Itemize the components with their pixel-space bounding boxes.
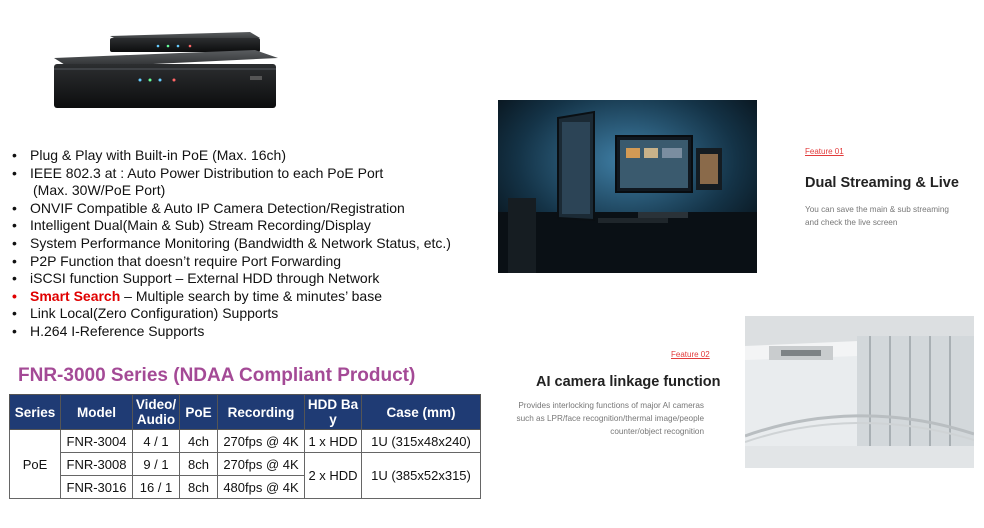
bullet-item: •Link Local(Zero Configuration) Supports bbox=[12, 305, 279, 322]
video-audio-cell: 16 / 1 bbox=[132, 475, 180, 499]
header-case: Case (mm) bbox=[361, 394, 481, 430]
feature-bullet-list: •Plug & Play with Built-in PoE (Max. 16c… bbox=[10, 147, 490, 341]
poe-cell: 4ch bbox=[179, 429, 218, 453]
hdd-cell: 1 x HDD bbox=[304, 429, 362, 453]
bullet-item: •IEEE 802.3 at : Auto Power Distribution… bbox=[12, 164, 384, 181]
header-video-audio: Video/ Audio bbox=[132, 394, 180, 430]
bullet-item: •iSCSI function Support – External HDD t… bbox=[12, 270, 380, 287]
case-cell: 1U (385x52x315) bbox=[361, 452, 481, 499]
model-cell: FNR-3016 bbox=[60, 475, 133, 499]
recording-cell: 480fps @ 4K bbox=[217, 475, 305, 499]
bullet-item: •System Performance Monitoring (Bandwidt… bbox=[12, 234, 451, 251]
bullet-item: •Plug & Play with Built-in PoE (Max. 16c… bbox=[12, 147, 286, 163]
table-row: FNR-3016 16 / 1 8ch 480fps @ 4K bbox=[10, 475, 481, 499]
case-cell: 1U (315x48x240) bbox=[361, 429, 481, 453]
bullet-item: •P2P Function that doesn’t require Port … bbox=[12, 252, 342, 269]
series-cell: PoE bbox=[9, 429, 61, 499]
series-title: FNR-3000 Series (NDAA Compliant Product) bbox=[18, 365, 416, 386]
bullet-item: •ONVIF Compatible & Auto IP Camera Detec… bbox=[12, 199, 405, 216]
feature-01-title: Dual Streaming & Live bbox=[805, 175, 959, 191]
bullet-item: •H.264 I-Reference Supports bbox=[12, 322, 205, 339]
nvr-device-image bbox=[54, 32, 278, 108]
model-cell: FNR-3004 bbox=[60, 429, 133, 453]
feature-02-description: Provides interlocking functions of major… bbox=[516, 401, 704, 436]
architecture-photo bbox=[745, 316, 974, 468]
feature-02-title: AI camera linkage function bbox=[536, 374, 721, 390]
header-hdd-bay: HDD Ba y bbox=[304, 394, 362, 430]
header-recording: Recording bbox=[217, 394, 305, 430]
video-audio-cell: 9 / 1 bbox=[132, 452, 180, 476]
table-header-row: Series Model Video/ Audio PoE Recording … bbox=[9, 394, 481, 430]
feature-01-tag: Feature 01 bbox=[805, 147, 844, 156]
table-row: PoE FNR-3004 4 / 1 4ch 270fps @ 4K 1 x H… bbox=[9, 429, 481, 499]
feature-01-description: You can save the main & sub streaming an… bbox=[805, 205, 949, 227]
bullet-item-continuation: (Max. 30W/PoE Port) bbox=[33, 182, 166, 199]
table-row: FNR-3008 9 / 1 8ch 270fps @ 4K 2 x HDD 1… bbox=[10, 452, 481, 499]
hdd-cell: 2 x HDD bbox=[304, 452, 362, 499]
smart-search-highlight: Smart Search bbox=[30, 287, 121, 304]
bullet-item: •Intelligent Dual(Main & Sub) Stream Rec… bbox=[12, 217, 371, 234]
header-poe: PoE bbox=[179, 394, 218, 430]
video-audio-cell: 4 / 1 bbox=[132, 429, 180, 453]
monitor-setup-photo bbox=[498, 100, 757, 273]
model-cell: FNR-3008 bbox=[60, 452, 133, 476]
recording-cell: 270fps @ 4K bbox=[217, 452, 305, 476]
recording-cell: 270fps @ 4K bbox=[217, 429, 305, 453]
header-model: Model bbox=[60, 394, 133, 430]
poe-cell: 8ch bbox=[179, 452, 218, 476]
feature-02-tag: Feature 02 bbox=[671, 350, 710, 359]
bullet-item-smart-search: •Smart Search – Multiple search by time … bbox=[12, 287, 382, 304]
spec-table: Series Model Video/ Audio PoE Recording … bbox=[9, 394, 481, 499]
poe-cell: 8ch bbox=[179, 475, 218, 499]
header-series: Series bbox=[9, 394, 61, 430]
